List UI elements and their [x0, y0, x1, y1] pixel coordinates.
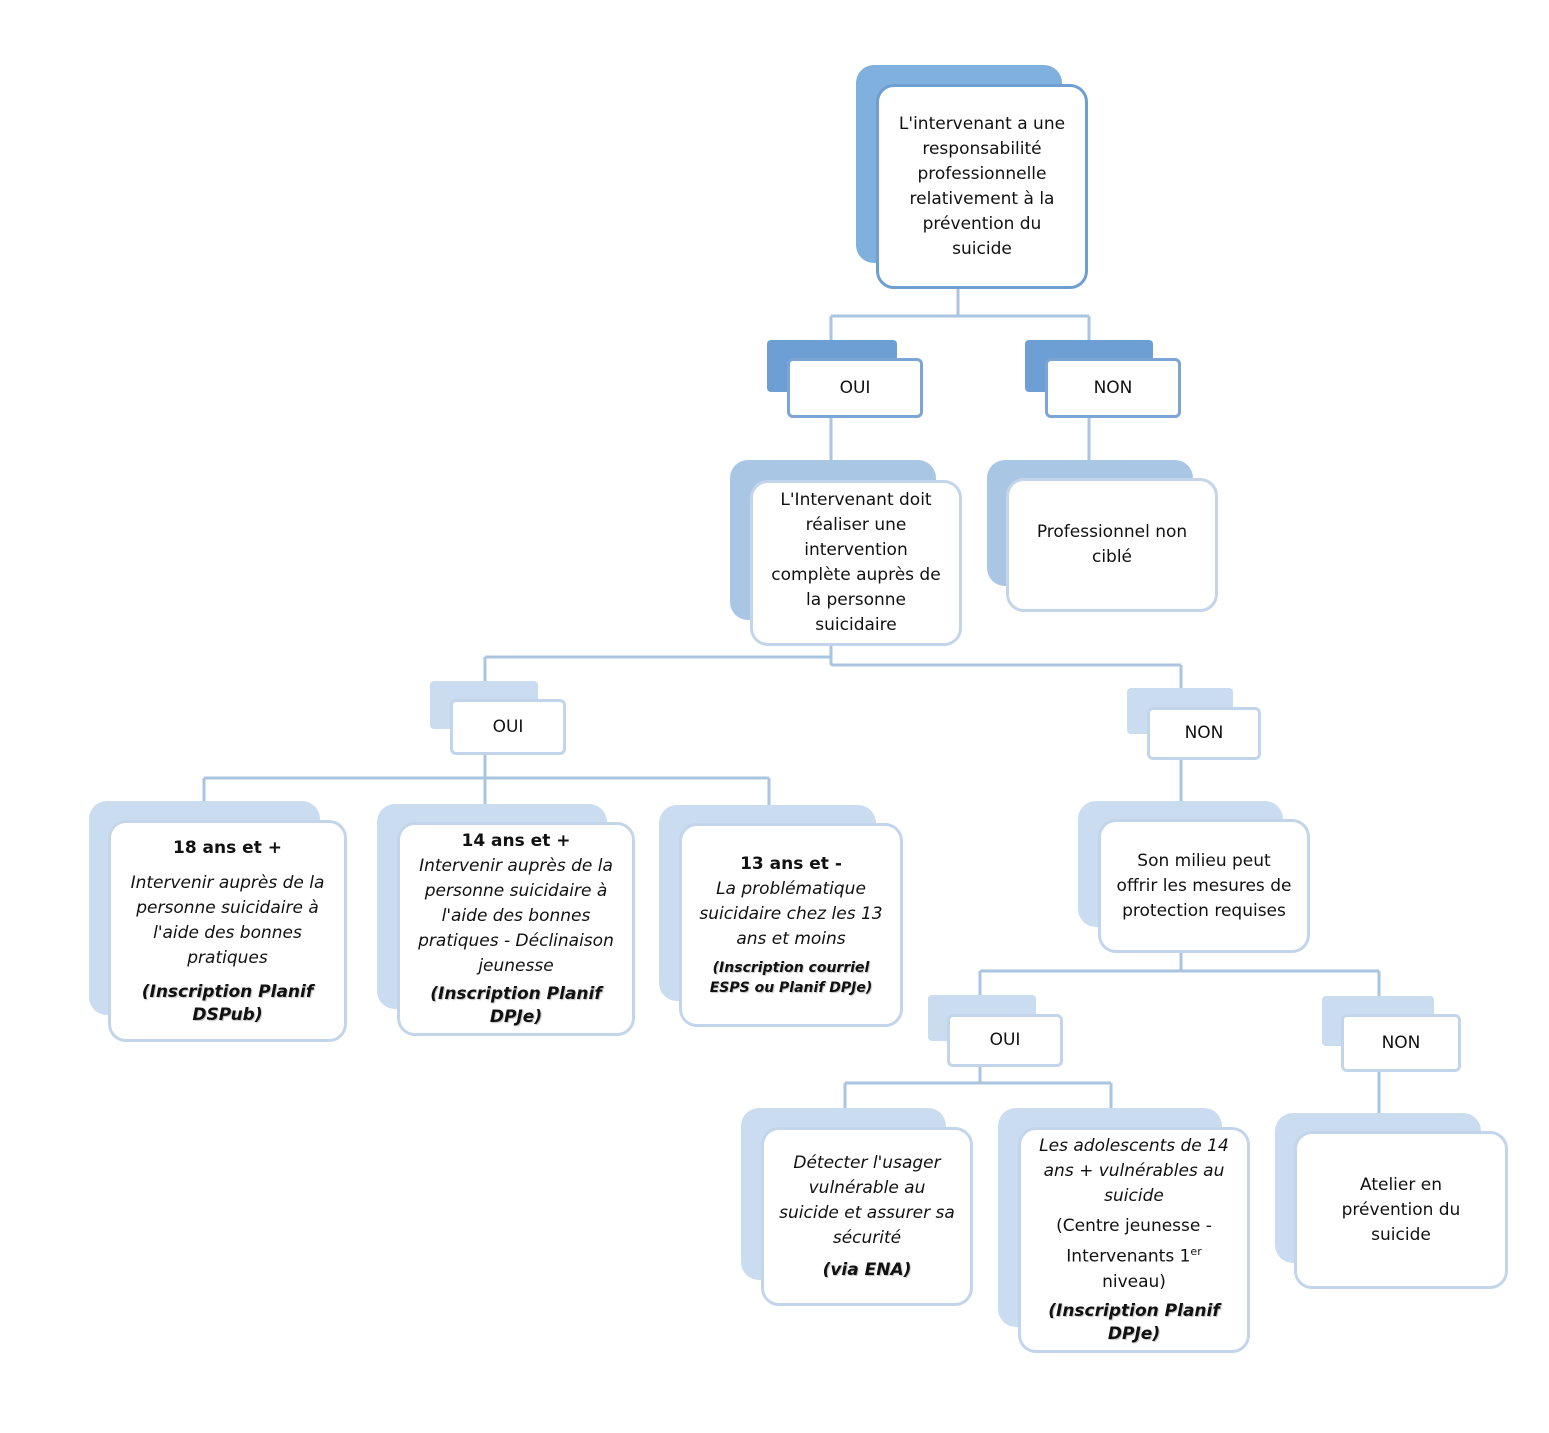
oui-1-box: OUI: [787, 358, 923, 418]
root-line-6: suicide: [952, 238, 1012, 259]
intervention-line-4: complète auprès de: [771, 565, 941, 585]
age-18-note-1: (Inscription Planif: [141, 981, 314, 1002]
connector-oui-2: [202, 755, 771, 823]
age-13-line-2: suicidaire chez les 13: [699, 904, 883, 924]
age-18-line-1: Intervenir auprès de la: [130, 872, 325, 893]
detecter-line-2: vulnérable au: [808, 1178, 926, 1198]
atelier-line-1: Atelier en: [1360, 1174, 1442, 1195]
root-line-4: relativement à la: [909, 188, 1055, 209]
adolescents-paren-3: niveau): [1102, 1271, 1166, 1292]
age-14-line-4: pratiques - Déclinaison: [418, 931, 614, 951]
intervention-box: L'Intervenant doit réaliser une interven…: [750, 480, 962, 646]
age-14-line-5: jeunesse: [478, 956, 554, 976]
root-line-3: professionnelle: [917, 163, 1047, 184]
atelier-line-3: suicide: [1371, 1224, 1431, 1245]
detecter-note-1: (via ENA): [822, 1260, 912, 1280]
detecter-box: Détecter l'usager vulnérable au suicide …: [761, 1127, 973, 1306]
milieu-line-2: offrir les mesures de: [1116, 875, 1292, 896]
age-14-note-2: DPJe): [489, 1007, 543, 1027]
root-box: L'intervenant a une responsabilité profe…: [876, 84, 1088, 289]
professionnel-line-2: ciblé: [1091, 547, 1133, 567]
intervention-line-1: L'Intervenant doit: [780, 490, 932, 510]
intervention-line-3: intervention: [804, 540, 908, 560]
milieu-line-1: Son milieu peut: [1137, 850, 1271, 871]
age-18-line-2: personne suicidaire à: [136, 897, 319, 918]
age-13-note-1: (Inscription courriel: [712, 960, 870, 976]
adolescents-note-1: (Inscription Planif: [1048, 1301, 1220, 1321]
age-18-line-3: l'aide des bonnes: [153, 922, 302, 943]
age-14-heading: 14 ans et +: [461, 831, 571, 851]
age-14-line-3: l'aide des bonnes: [441, 906, 591, 926]
root-line-2: responsabilité: [922, 138, 1042, 159]
non-3-label: NON: [1381, 1032, 1421, 1053]
adolescents-paren-1: (Centre jeunesse -: [1056, 1216, 1212, 1237]
atelier-line-2: prévention du: [1341, 1199, 1461, 1220]
age-18-line-4: pratiques: [187, 947, 268, 968]
non-2-box: NON: [1147, 707, 1261, 760]
root-line-1: L'intervenant a une: [898, 113, 1066, 134]
connector-intervention: [483, 645, 1183, 708]
connector-milieu: [978, 953, 1381, 1015]
professionnel-line-1: Professionnel non: [1036, 522, 1188, 542]
non-1-label: NON: [1093, 377, 1133, 398]
professionnel-box: Professionnel non ciblé: [1006, 478, 1218, 612]
oui-3-box: OUI: [947, 1014, 1063, 1067]
adolescents-paren-2: Intervenants 1er: [1066, 1245, 1202, 1267]
atelier-box: Atelier en prévention du suicide: [1294, 1131, 1508, 1289]
connector-oui-3: [843, 1065, 1113, 1128]
age-13-box: 13 ans et - La problématique suicidaire …: [679, 823, 903, 1027]
oui-1-label: OUI: [839, 377, 871, 398]
age-13-line-1: La problématique: [716, 879, 866, 899]
age-18-note-2: DSPub): [192, 1004, 263, 1025]
intervention-line-5: la personne: [805, 590, 907, 610]
age-14-box: 14 ans et + Intervenir auprès de la pers…: [397, 822, 635, 1036]
age-18-box: 18 ans et + Intervenir auprès de la pers…: [108, 820, 347, 1042]
age-13-heading: 13 ans et -: [740, 854, 842, 874]
milieu-box: Son milieu peut offrir les mesures de pr…: [1098, 819, 1310, 953]
oui-3-label: OUI: [989, 1030, 1021, 1050]
adolescents-note-2: DPJe): [1107, 1324, 1161, 1344]
non-1-box: NON: [1045, 358, 1181, 418]
intervention-line-6: suicidaire: [815, 615, 897, 635]
intervention-line-2: réaliser une: [805, 515, 907, 535]
adolescents-line-2: ans + vulnérables au: [1043, 1161, 1225, 1181]
detecter-line-3: suicide et assurer sa: [779, 1203, 955, 1223]
age-14-line-1: Intervenir auprès de la: [419, 856, 613, 876]
connector-root: [829, 288, 1091, 360]
age-13-line-3: ans et moins: [736, 929, 846, 949]
detecter-line-1: Détecter l'usager: [793, 1153, 941, 1173]
adolescents-line-1: Les adolescents de 14: [1039, 1136, 1229, 1156]
detecter-line-4: sécurité: [832, 1228, 902, 1248]
non-2-label: NON: [1184, 723, 1224, 743]
milieu-line-3: protection requises: [1122, 900, 1286, 921]
oui-2-box: OUI: [450, 699, 566, 755]
oui-2-label: OUI: [492, 716, 524, 737]
adolescents-box: Les adolescents de 14 ans + vulnérables …: [1018, 1127, 1250, 1353]
root-line-5: prévention du: [922, 213, 1042, 234]
age-14-note-1: (Inscription Planif: [430, 984, 602, 1004]
age-18-heading: 18 ans et +: [172, 837, 282, 858]
adolescents-line-3: suicide: [1104, 1186, 1164, 1206]
age-13-note-2: ESPS ou Planif DPJe): [709, 980, 873, 996]
age-14-line-2: personne suicidaire à: [424, 881, 608, 901]
non-3-box: NON: [1341, 1014, 1461, 1072]
